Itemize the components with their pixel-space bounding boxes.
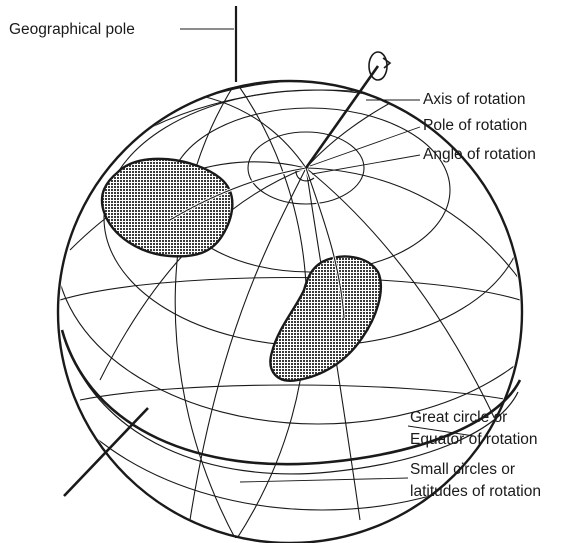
label-small-circles-line2: latitudes of rotation (410, 483, 541, 500)
label-great-circle-line1: Great circle or (410, 409, 508, 426)
plate-after-rotation (269, 255, 383, 382)
small-circle-4 (60, 82, 520, 425)
angle-of-rotation-arc (295, 170, 315, 182)
label-small-circles-line1: Small circles or (410, 461, 516, 478)
great-circle-equator-inner (65, 341, 519, 475)
label-great-circle-line2: Equator of rotation (410, 431, 538, 448)
leader-small-circles (239, 477, 409, 483)
leader-pole-of-rotation (309, 126, 421, 167)
geographic-latitude (79, 384, 511, 401)
label-geographical-pole: Geographical pole (9, 21, 135, 38)
plate-before-rotation (100, 157, 234, 258)
label-angle-of-rotation: Angle of rotation (423, 146, 536, 163)
motion-path-before-line (169, 167, 307, 221)
leader-great-circle (407, 425, 475, 437)
motion-path-after-line (305, 167, 345, 319)
rotation-axis-upper (304, 65, 380, 169)
meridian (305, 167, 501, 431)
great-circle-equator (60, 329, 522, 466)
small-circle-1 (247, 131, 365, 205)
label-axis-of-rotation: Axis of rotation (423, 91, 526, 108)
rotation-axis-lower (63, 407, 149, 497)
label-pole-of-rotation: Pole of rotation (423, 117, 528, 134)
leader-angle-of-rotation (311, 154, 421, 175)
geographic-latitude (60, 276, 520, 301)
geographic-meridian (174, 82, 237, 541)
small-circle-5 (60, 89, 520, 511)
rotation-arrow-icon (368, 51, 392, 81)
